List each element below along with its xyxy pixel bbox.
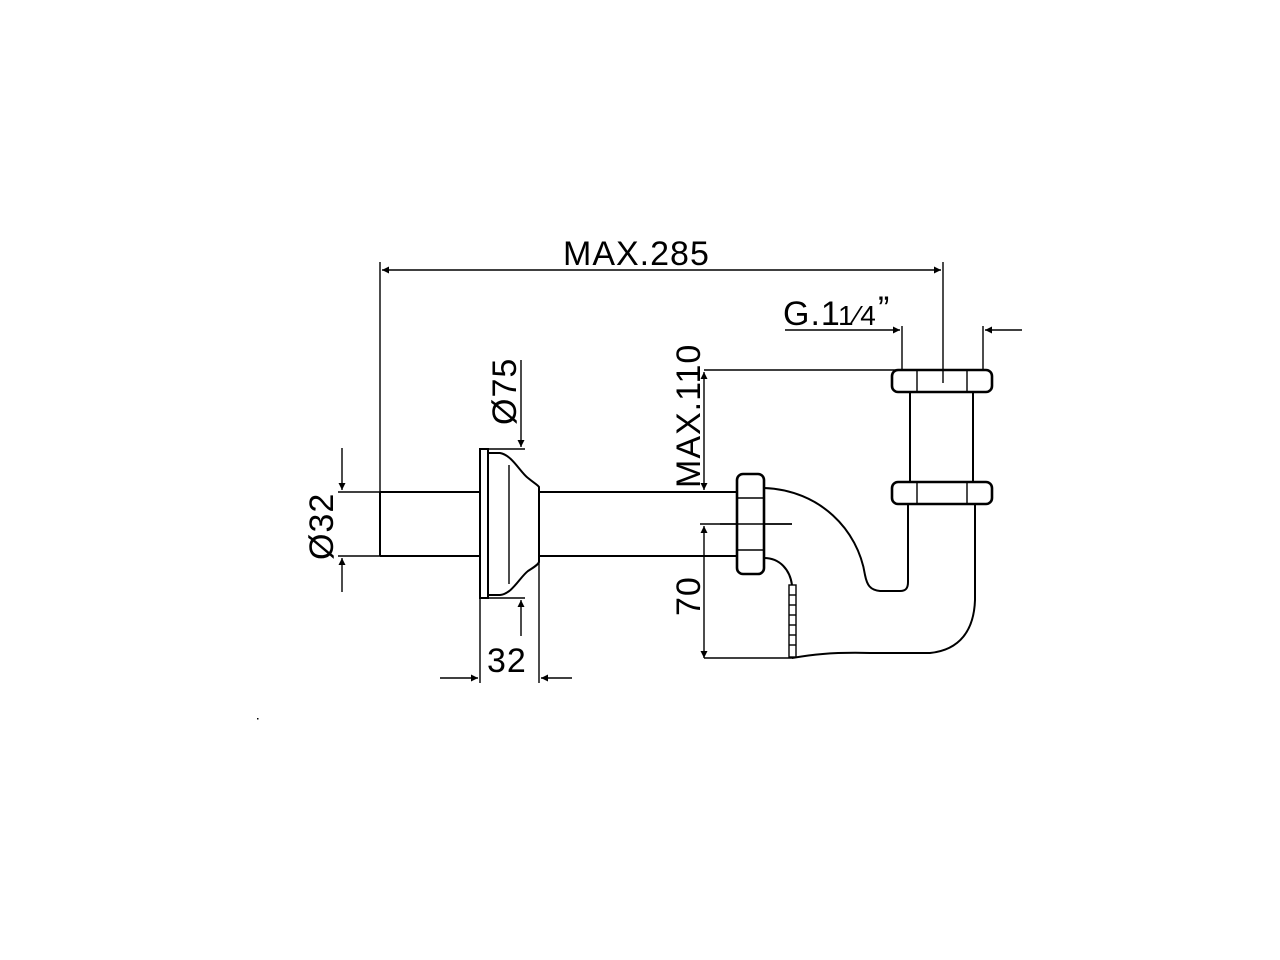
outlet-height-label: 70 — [670, 576, 708, 616]
stray-dot — [257, 718, 259, 720]
wall-flange — [479, 448, 540, 599]
wall-pipe — [379, 491, 480, 557]
flange-depth-label: 32 — [487, 642, 527, 680]
thread-fraction: 1⁄4 — [838, 300, 877, 331]
lower-nut — [890, 480, 994, 506]
dimension-overall-length: MAX.285 — [379, 235, 944, 556]
thread-quote: ” — [878, 290, 890, 328]
max-height-label: MAX.110 — [670, 344, 708, 488]
trap-body — [763, 392, 976, 659]
dimension-thread: G.1 1⁄4 ” — [783, 290, 1022, 372]
dimension-heights: MAX.110 70 — [670, 344, 900, 659]
flange-diameter-label: Ø75 — [486, 358, 524, 425]
upper-nut — [890, 368, 994, 394]
dimension-pipe-diameter: Ø32 — [303, 448, 380, 592]
dimension-flange-depth: 32 — [440, 560, 572, 683]
dimension-flange-diameter: Ø75 — [486, 358, 525, 636]
overall-length-label: MAX.285 — [563, 235, 710, 273]
thread-label: G.1 — [783, 295, 841, 333]
side-nut — [720, 472, 792, 576]
pipe-diameter-label: Ø32 — [303, 493, 341, 560]
